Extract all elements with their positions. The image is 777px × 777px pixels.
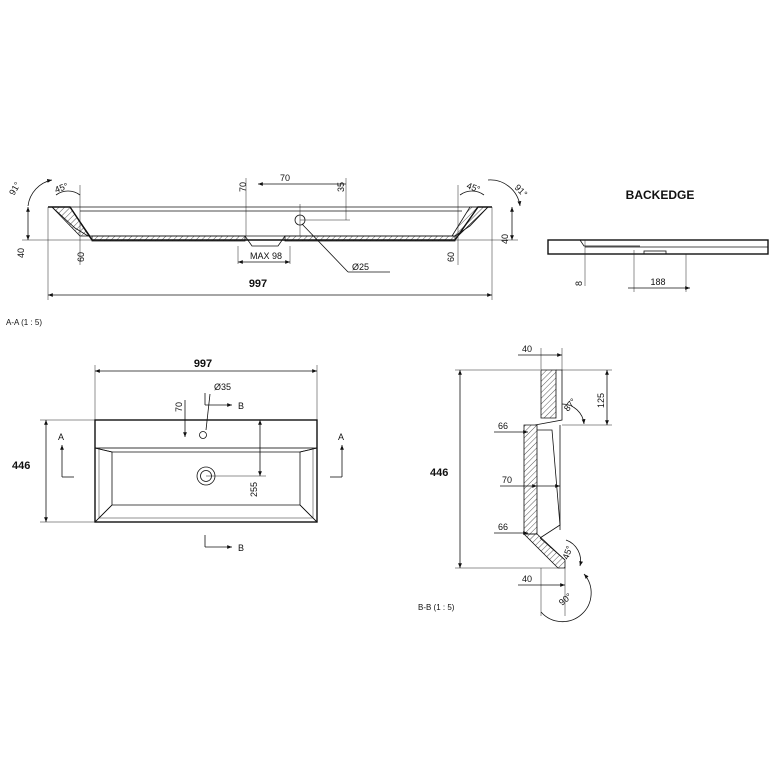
aa-angle-left-inner: 45° xyxy=(53,181,70,195)
aa-angle-right-outer: 91° xyxy=(513,182,530,199)
backedge-title: BACKEDGE xyxy=(626,188,695,202)
section-a-right: A xyxy=(338,432,344,442)
section-bb-label: B-B (1 : 5) xyxy=(418,603,455,612)
bb-angle-bottom: 90° xyxy=(557,591,574,608)
aa-tap-offset: 70 xyxy=(280,173,290,183)
basin-profile-outer xyxy=(48,206,492,241)
top-overall-depth: 446 xyxy=(12,460,30,472)
aa-angle-right-inner: 45° xyxy=(465,180,482,194)
floor-hatch-right xyxy=(284,235,456,242)
bb-angle-top: 87° xyxy=(562,396,579,413)
bb-front-slope xyxy=(523,533,566,569)
bb-inner-depth: 70 xyxy=(502,475,512,485)
section-a-left: A xyxy=(58,432,64,442)
bb-top-width: 40 xyxy=(522,344,532,354)
aa-tap-height: 35 xyxy=(336,182,346,192)
aa-rim-left: 40 xyxy=(16,248,26,258)
side-hatch-left xyxy=(51,206,91,237)
section-aa-label: A-A (1 : 5) xyxy=(6,318,42,327)
bb-back-wall xyxy=(523,424,538,535)
bb-back-height: 125 xyxy=(596,393,606,408)
aa-rim-right: 40 xyxy=(500,234,510,244)
floor-hatch-left xyxy=(91,235,246,242)
top-tap-hole xyxy=(199,431,207,439)
section-b-top: B xyxy=(238,401,244,411)
top-overall-width: 997 xyxy=(194,358,212,370)
aa-tap-depth: 70 xyxy=(238,182,248,192)
aa-depth-right: 60 xyxy=(446,252,456,262)
bb-angle-front: 45° xyxy=(560,544,574,561)
top-drain-offset: 255 xyxy=(249,482,259,497)
aa-drain-diameter: Ø25 xyxy=(352,262,369,272)
top-view: 997 446 70 Ø35 255 A A B B xyxy=(12,358,344,553)
aa-angle-left-outer: 91° xyxy=(7,180,23,197)
section-aa-view: 997 91° 45° 91° 45° 40 40 60 60 70 70 35 xyxy=(6,173,530,327)
top-tap-offset: 70 xyxy=(174,402,184,412)
bb-upper-step: 66 xyxy=(498,421,508,431)
backedge-height-dim: 8 xyxy=(574,281,584,286)
bb-front-rim: 40 xyxy=(522,574,532,584)
top-view-outline xyxy=(94,419,318,523)
drain-recess xyxy=(244,235,286,247)
section-b-bottom: B xyxy=(238,543,244,553)
backedge-width-dim: 188 xyxy=(650,277,665,287)
section-bb-view: 446 40 125 87° 66 70 66 45° 40 xyxy=(418,344,612,623)
top-tap-diameter: Ø35 xyxy=(214,382,231,392)
aa-drain-max: MAX 98 xyxy=(250,251,282,261)
bb-overall-depth: 446 xyxy=(430,467,448,479)
aa-overall-width: 997 xyxy=(249,278,267,290)
bb-lower-step: 66 xyxy=(498,522,508,532)
bb-back-upstand xyxy=(540,369,557,419)
aa-depth-left: 60 xyxy=(76,252,86,262)
backedge-view: BACKEDGE 8 188 xyxy=(547,188,769,292)
